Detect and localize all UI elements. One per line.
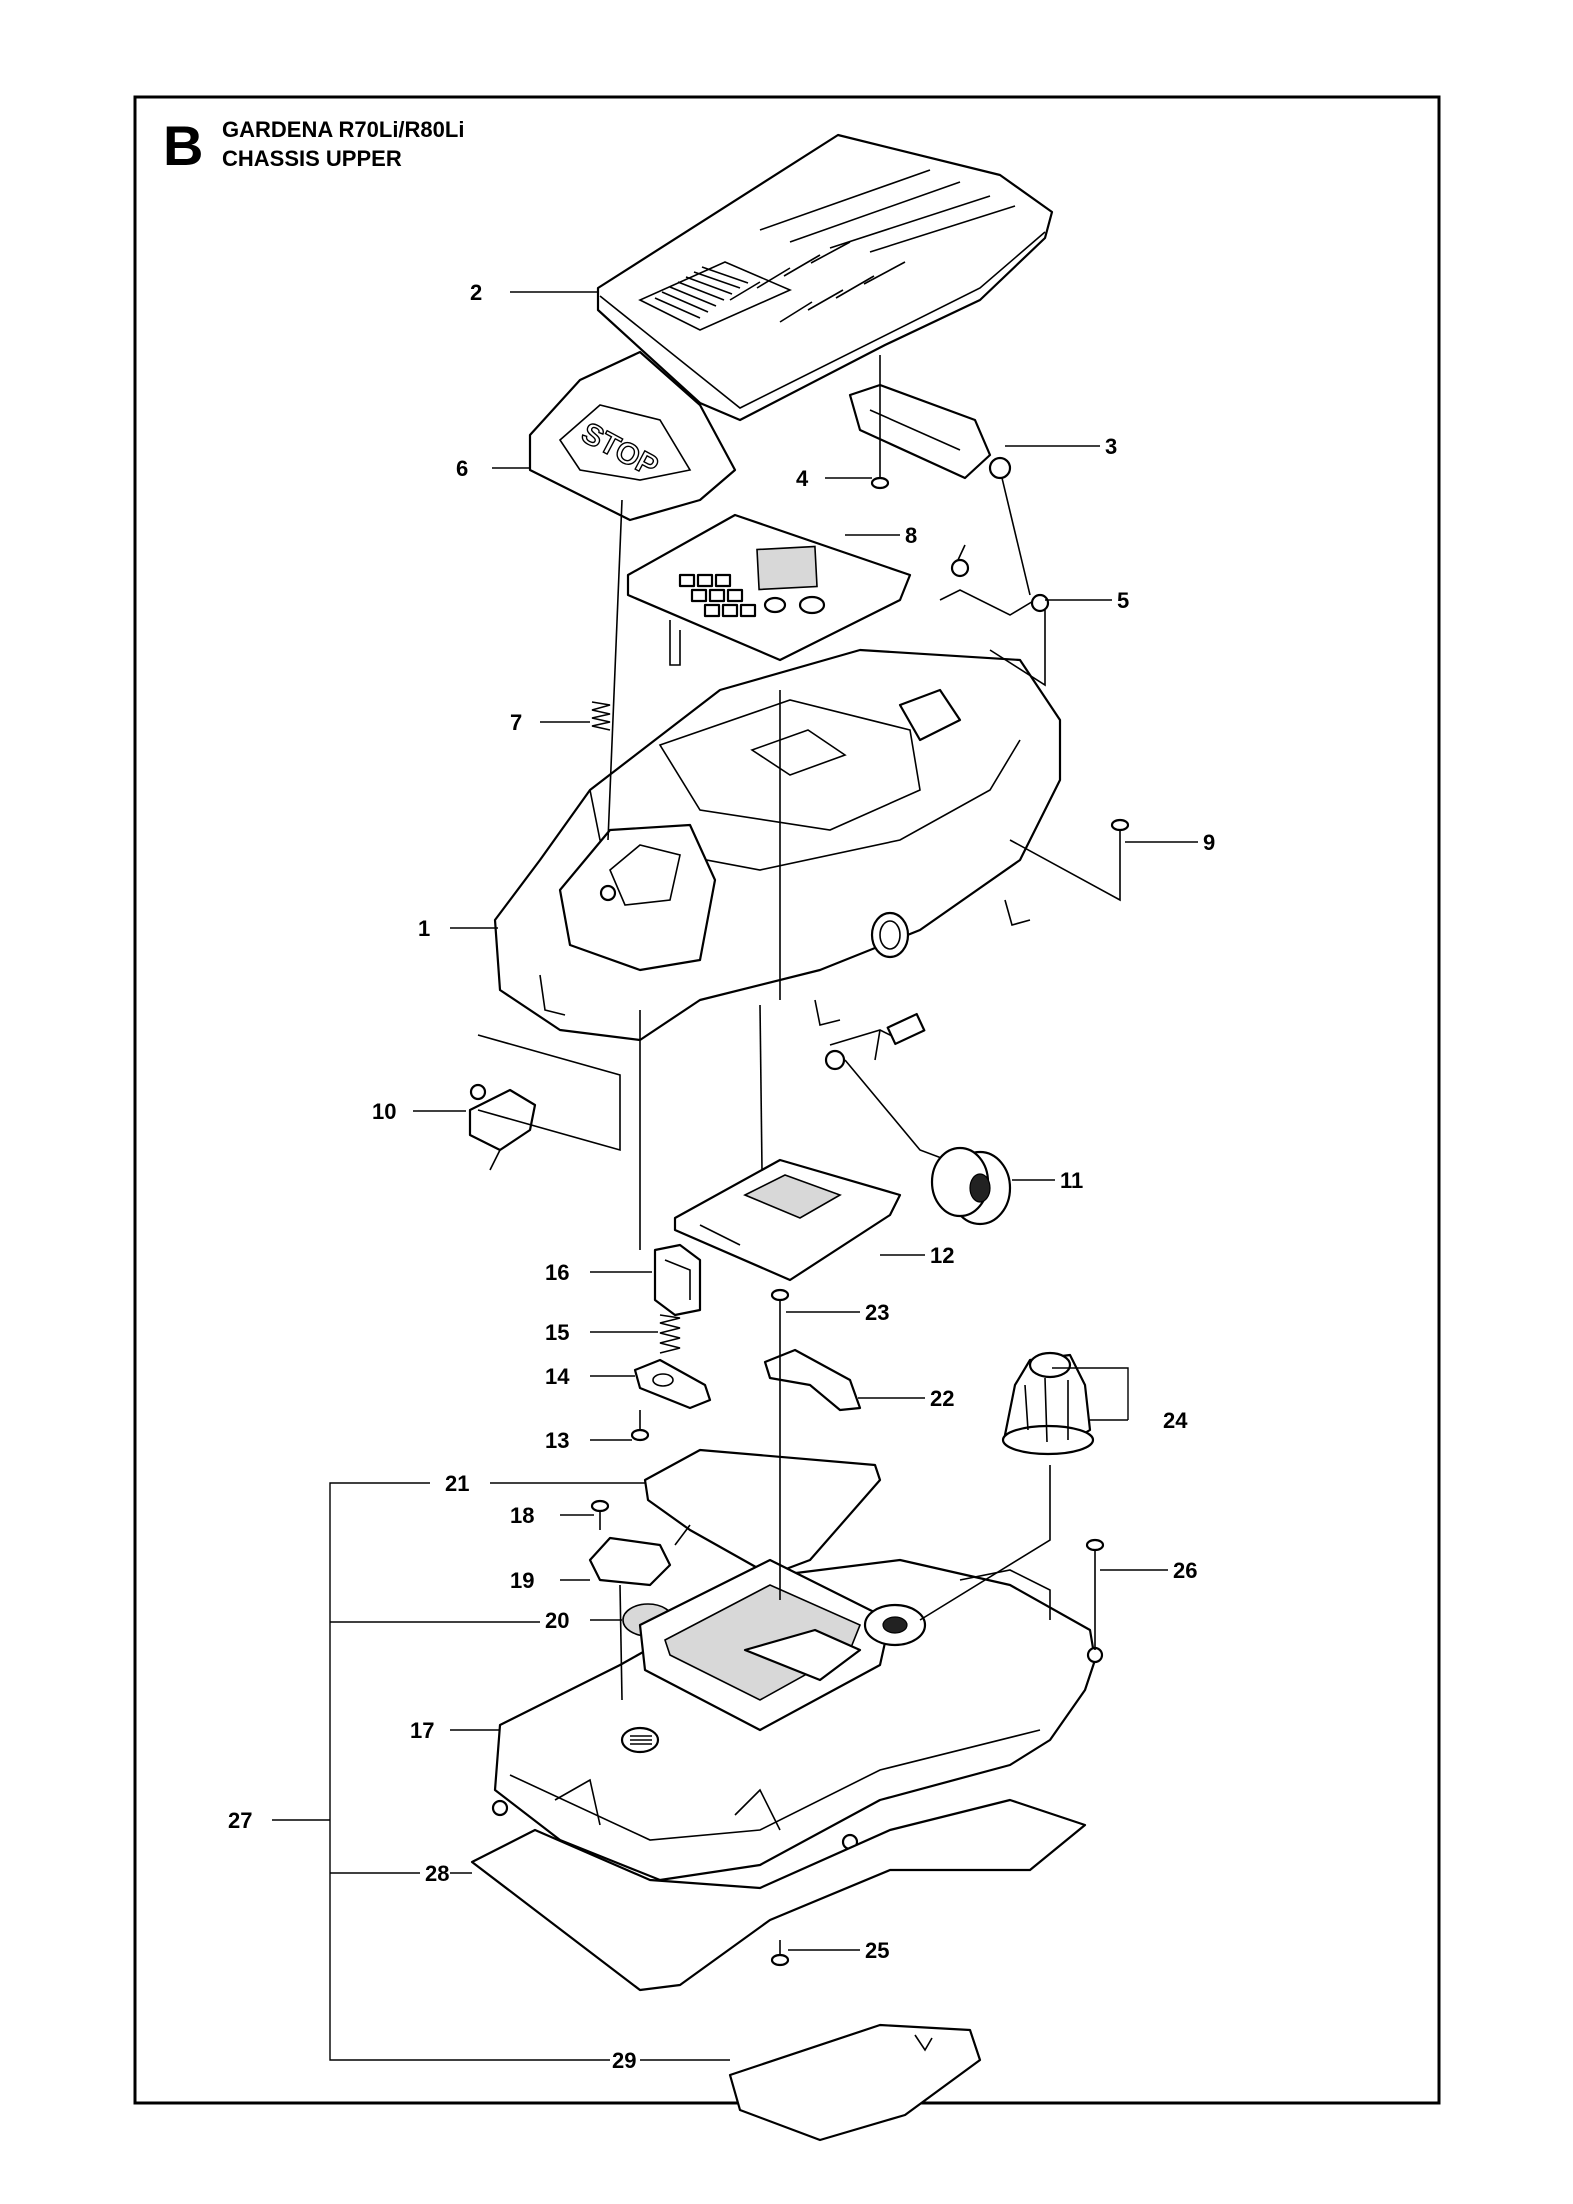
callout-4: 4 — [796, 466, 809, 491]
callout-15: 15 — [545, 1320, 569, 1345]
callout-22: 22 — [930, 1386, 954, 1411]
callout-20: 20 — [545, 1608, 569, 1633]
callout-18: 18 — [510, 1503, 534, 1528]
callout-16: 16 — [545, 1260, 569, 1285]
top-cover-part-2 — [596, 133, 1054, 422]
spring-part-7 — [591, 701, 611, 731]
cam-plate-part-14 — [633, 1358, 712, 1410]
callout-19: 19 — [510, 1568, 534, 1593]
callout-numbers: 2 3 4 5 6 7 8 9 1 10 11 12 13 14 15 16 1… — [228, 280, 1215, 2073]
diagram-title: GARDENA R70Li/R80Li — [222, 117, 464, 142]
bracket-part-22 — [763, 1348, 862, 1412]
chassis-base-part-17 — [491, 1558, 1104, 1882]
callout-29: 29 — [612, 2048, 636, 2073]
screw-part-25 — [770, 1940, 790, 1967]
callout-25: 25 — [865, 1938, 889, 1963]
keypad-membrane-part-8 — [626, 513, 912, 666]
screw-part-26 — [1085, 1538, 1105, 1570]
callout-7: 7 — [510, 710, 522, 735]
callout-1: 1 — [418, 916, 430, 941]
callout-21: 21 — [445, 1471, 469, 1496]
callout-17: 17 — [410, 1718, 434, 1743]
callout-5: 5 — [1117, 588, 1129, 613]
section-letter: B — [163, 114, 203, 177]
spring-part-15 — [659, 1314, 681, 1354]
screw-part-18 — [590, 1499, 610, 1530]
upper-chassis-part-1 — [493, 648, 1062, 1042]
stop-button-part-6: STOP — [528, 350, 737, 522]
diagram-subtitle: CHASSIS UPPER — [222, 146, 402, 171]
callout-12: 12 — [930, 1243, 954, 1268]
height-knob-part-24 — [1001, 1351, 1095, 1456]
screw-part-23 — [770, 1288, 790, 1318]
callout-13: 13 — [545, 1428, 569, 1453]
callout-9: 9 — [1203, 830, 1215, 855]
callout-11: 11 — [1060, 1168, 1083, 1193]
sensor-part-19 — [588, 1536, 672, 1587]
callout-27: 27 — [228, 1808, 252, 1833]
callout-23: 23 — [865, 1300, 889, 1325]
handle-part-3 — [848, 383, 1012, 480]
callout-10: 10 — [372, 1099, 396, 1124]
callout-28: 28 — [425, 1861, 449, 1886]
callout-3: 3 — [1105, 434, 1117, 459]
screw-part-13 — [630, 1410, 650, 1442]
sensor-bracket-part-10 — [468, 1083, 537, 1171]
callout-2: 2 — [470, 280, 482, 305]
callout-14: 14 — [545, 1364, 570, 1389]
callout-6: 6 — [456, 456, 468, 481]
callout-8: 8 — [905, 523, 917, 548]
seal-ring-part-29 — [728, 2023, 982, 2142]
spring-wire-part-5 — [939, 544, 1050, 616]
latch-part-16 — [653, 1243, 702, 1317]
callout-26: 26 — [1173, 1558, 1197, 1583]
screw-part-9 — [1110, 818, 1130, 850]
leader-lines — [272, 291, 1198, 2061]
circuit-board-part-12 — [673, 1158, 902, 1282]
callout-24: 24 — [1163, 1408, 1188, 1433]
screw-part-4 — [870, 460, 890, 490]
gasket-part-21 — [643, 1448, 882, 1577]
outer-gasket-part-28 — [470, 1798, 1087, 1992]
buzzer-part-11 — [824, 1012, 1012, 1226]
